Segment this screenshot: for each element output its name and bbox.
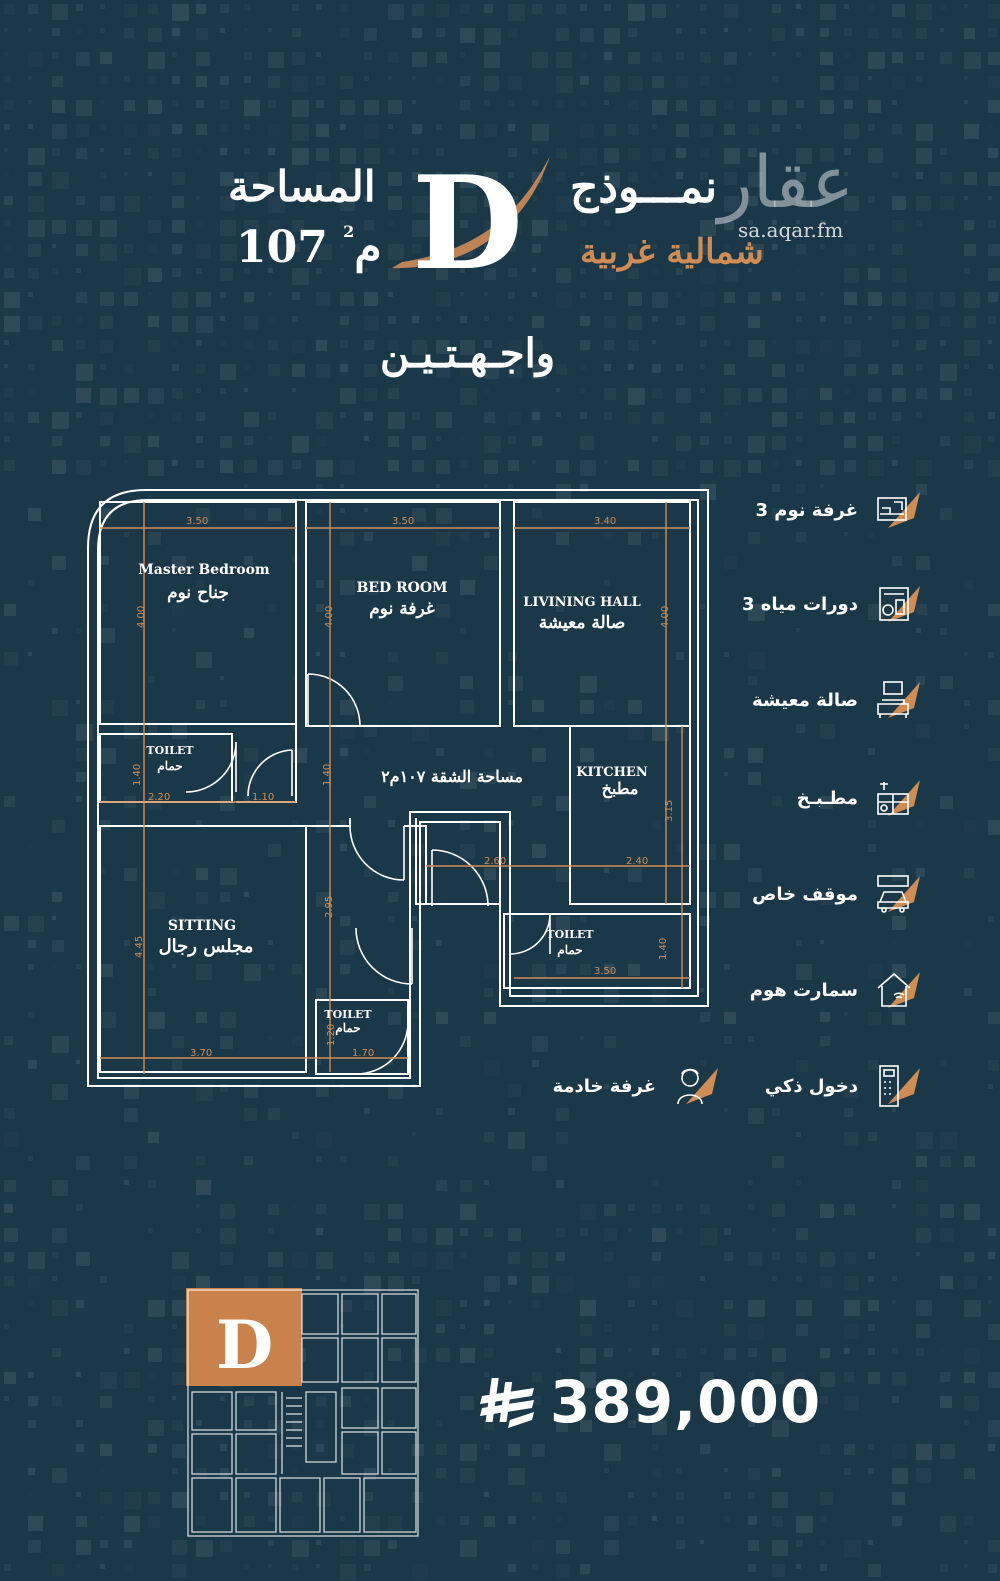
dim-label: 4.45 (134, 936, 145, 958)
feature-label: موقف خاص (752, 883, 858, 905)
building-key-plan: D (186, 1288, 419, 1537)
smart-entry-icon (874, 1064, 922, 1108)
room-label-master-ar: جناح نوم (167, 583, 229, 603)
feature-item: سمارت هوم (750, 968, 922, 1012)
dim-label: 2.60 (484, 856, 506, 867)
apartment-area-label: مساحة الشقة ١٠٧م٢ (381, 767, 523, 787)
toilet-3-label-ar: حمام (335, 1021, 360, 1036)
bedroom-wall (305, 501, 501, 727)
dim-label: 3.50 (392, 516, 414, 527)
feature-item: 3 غرفة نوم (756, 488, 923, 532)
feature-item: صالة معيشة (752, 678, 922, 722)
watermark-brand: عقار (718, 140, 856, 224)
toilet-1-label-ar: حمام (157, 759, 182, 774)
floor-plan: 3.50 3.50 3.40 4.00 4.00 4.00 1.40 2.20 … (87, 489, 709, 1087)
bathroom-icon (874, 582, 922, 626)
feature-item: غرفة خادمة (553, 1064, 721, 1108)
feature-label: 3 دورات مياه (742, 593, 858, 615)
dim-label: 1.40 (132, 764, 143, 786)
feature-label: مطـبـخ (796, 787, 858, 809)
facades-label: واجـهـتـيـن (380, 330, 556, 377)
feature-label: دخول ذكي (764, 1075, 858, 1097)
model-title: نمـــوذج (570, 162, 718, 213)
toilet-1-label-en: TOILET (146, 744, 194, 757)
dim-label: 1.10 (252, 792, 274, 803)
bedroom-icon (874, 488, 922, 532)
dim-label: 3.50 (594, 966, 616, 977)
room-label-kitchen-en: KITCHEN (576, 765, 648, 780)
master-bedroom-wall (99, 501, 297, 725)
dim-label: 3.50 (186, 516, 208, 527)
living-room-icon (874, 678, 922, 722)
sitting-wall (99, 825, 307, 1073)
feature-label: غرفة خادمة (552, 1075, 657, 1097)
dim-label: 4.00 (660, 606, 671, 628)
kitchen-icon (874, 776, 922, 820)
dim-label: 1.20 (326, 1024, 337, 1046)
feature-item: 3 دورات مياه (742, 582, 922, 626)
keyplan-letter: D (216, 1306, 273, 1384)
living-wall (513, 501, 691, 905)
dim-label: 2.95 (324, 896, 335, 918)
room-label-kitchen-ar: مطبخ (602, 779, 639, 799)
model-d-logo: D (392, 150, 550, 280)
dim-label: 3.40 (594, 516, 616, 527)
room-label-living-ar: صالة معيشة (539, 613, 626, 633)
feature-label: سمارت هوم (749, 979, 858, 1001)
kitchen-wall (569, 725, 691, 905)
dim-label: 1.40 (322, 764, 333, 786)
feature-label: صالة معيشة (752, 689, 858, 711)
orientation-label: شمالية غربية (580, 232, 764, 272)
dim-label: 3.70 (190, 1048, 212, 1059)
room-label-sitting-ar: مجلس رجال (159, 936, 254, 957)
maid-room-icon (672, 1064, 720, 1108)
riyal-icon (480, 1378, 534, 1428)
dim-label: 2.20 (148, 792, 170, 803)
dim-label: 4.00 (324, 606, 335, 628)
feature-item: دخول ذكي (765, 1064, 922, 1108)
watermark-url: sa.aqar.fm (738, 218, 844, 242)
area-number: 107 م (236, 222, 382, 273)
room-label-sitting-en: SITTING (168, 918, 236, 934)
dim-label: 4.00 (136, 606, 147, 628)
room-label-master-en: Master Bedroom (138, 562, 270, 578)
area-unit-sup: 2 (343, 222, 355, 241)
area-label: المساحة (228, 162, 376, 211)
toilet-2-wall (503, 913, 691, 989)
price-value: 389,000 (550, 1368, 822, 1436)
dim-label: 1.40 (658, 938, 669, 960)
feature-item: موقف خاص (752, 872, 922, 916)
room-label-bed-en: BED ROOM (356, 580, 447, 596)
toilet-2-label-en: TOILET (546, 928, 594, 941)
toilet-3-label-en: TOILET (324, 1008, 372, 1021)
model-letter: D (412, 150, 523, 280)
toilet-2-label-ar: حمام (557, 943, 582, 958)
parking-icon (874, 872, 922, 916)
room-label-living-en: LIVINING HALL (523, 595, 641, 610)
room-label-bed-ar: غرفة نوم (369, 599, 435, 619)
feature-item: مطـبـخ (797, 776, 922, 820)
smart-home-icon (874, 968, 922, 1012)
price-row: 389,000 (480, 1368, 821, 1436)
dim-label: 3.15 (664, 800, 675, 822)
feature-label: 3 غرفة نوم (755, 499, 859, 521)
dim-label: 1.70 (352, 1048, 374, 1059)
area-value: 107 م2 (236, 222, 382, 273)
dim-label: 2.40 (626, 856, 648, 867)
